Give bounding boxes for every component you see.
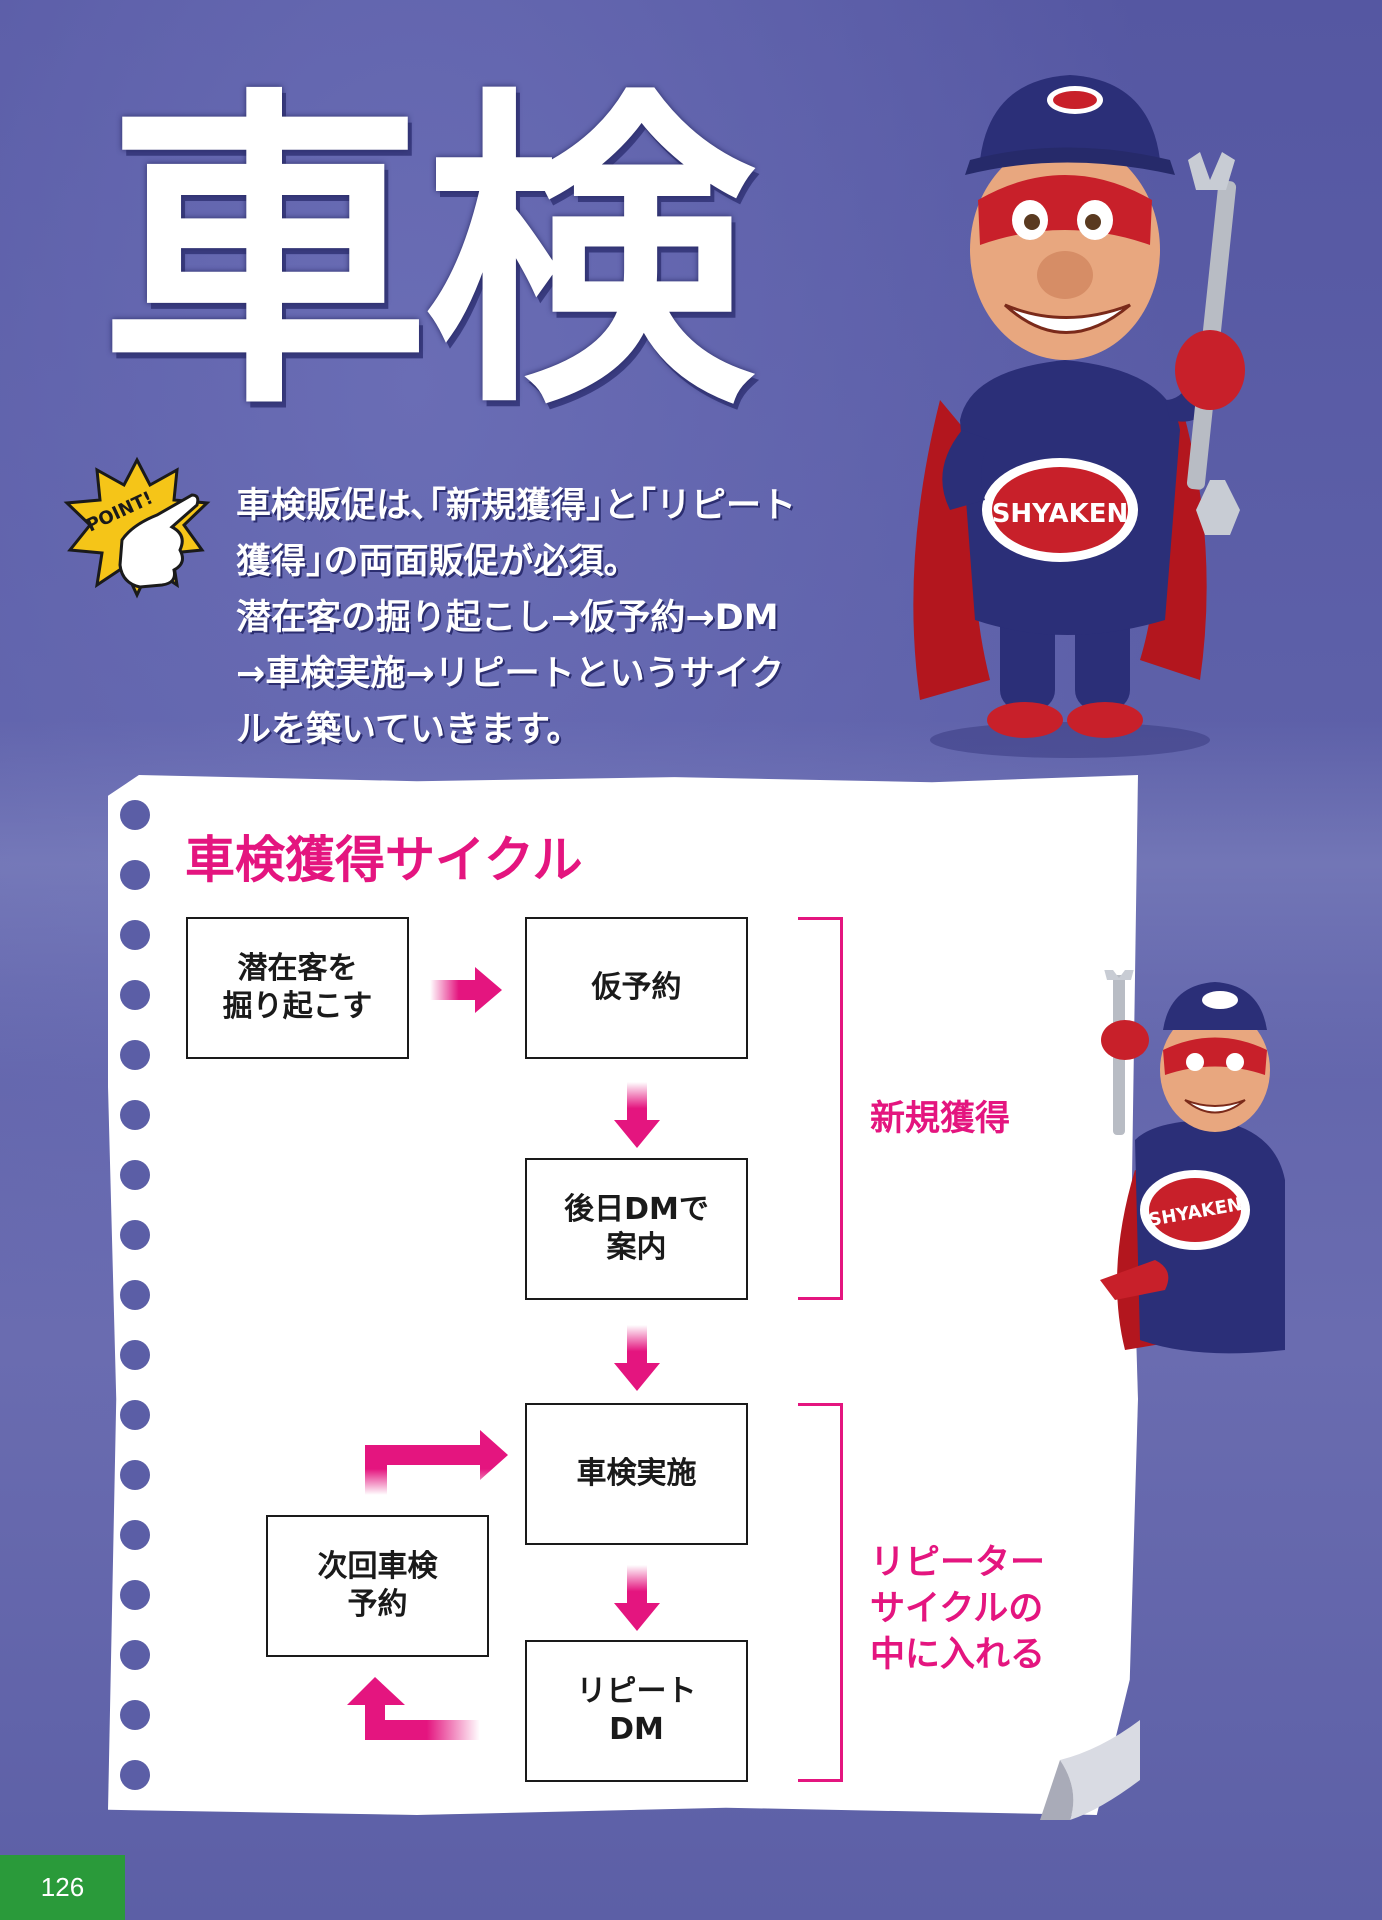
point-badge: POINT! [63,456,211,599]
group-label-new: 新規獲得 [870,1099,1011,1139]
mascot-illustration: SHYAKEN [913,75,1245,758]
lead-text: 車検販促は､｢新規獲得｣と｢リピート 獲得｣の両面販促が必須。 潜在客の掘り起こ… [236,478,916,758]
emblem-text: SHYAKEN [992,499,1129,529]
step-reserve: 仮予約 [525,917,748,1059]
step-inspection: 車検実施 [525,1403,748,1545]
step-next-reserve: 次回車検 予約 [266,1515,489,1657]
arrow-down [614,1082,660,1148]
arrow-down [614,1325,660,1391]
step-dm-later: 後日DMで 案内 [525,1158,748,1300]
pointing-hand-icon [118,493,200,589]
arrow-right [430,967,502,1013]
group-label-repeater: リピーター サイクルの 中に入れる [870,1543,1046,1675]
arrow-up-right [365,1430,508,1495]
peeking-mascot-illustration: SHYAKEN [1100,970,1285,1354]
lead-line: →車検実施→リピートというサイク [236,654,784,694]
lead-line: 潜在客の掘り起こし→仮予約→DM [236,598,779,638]
page-number: 126 [0,1855,125,1920]
step-repeat-dm: リピート DM [525,1640,748,1782]
page-curl [1040,1720,1140,1820]
diagram-title: 車検獲得サイクル [185,831,583,889]
binder-holes [120,800,150,1810]
lead-line: 獲得｣の両面販促が必須。 [236,542,639,582]
step-dig: 潜在客を 掘り起こす [186,917,409,1059]
lead-line: 車検販促は､｢新規獲得｣と｢リピート [236,486,797,526]
bracket-repeater [798,1403,843,1782]
arrow-down [614,1565,660,1631]
arrow-left-up [347,1677,480,1740]
bracket-new [798,917,843,1300]
lead-line: ルを築いていきます。 [236,710,582,750]
page-title: 車検 [100,63,754,447]
